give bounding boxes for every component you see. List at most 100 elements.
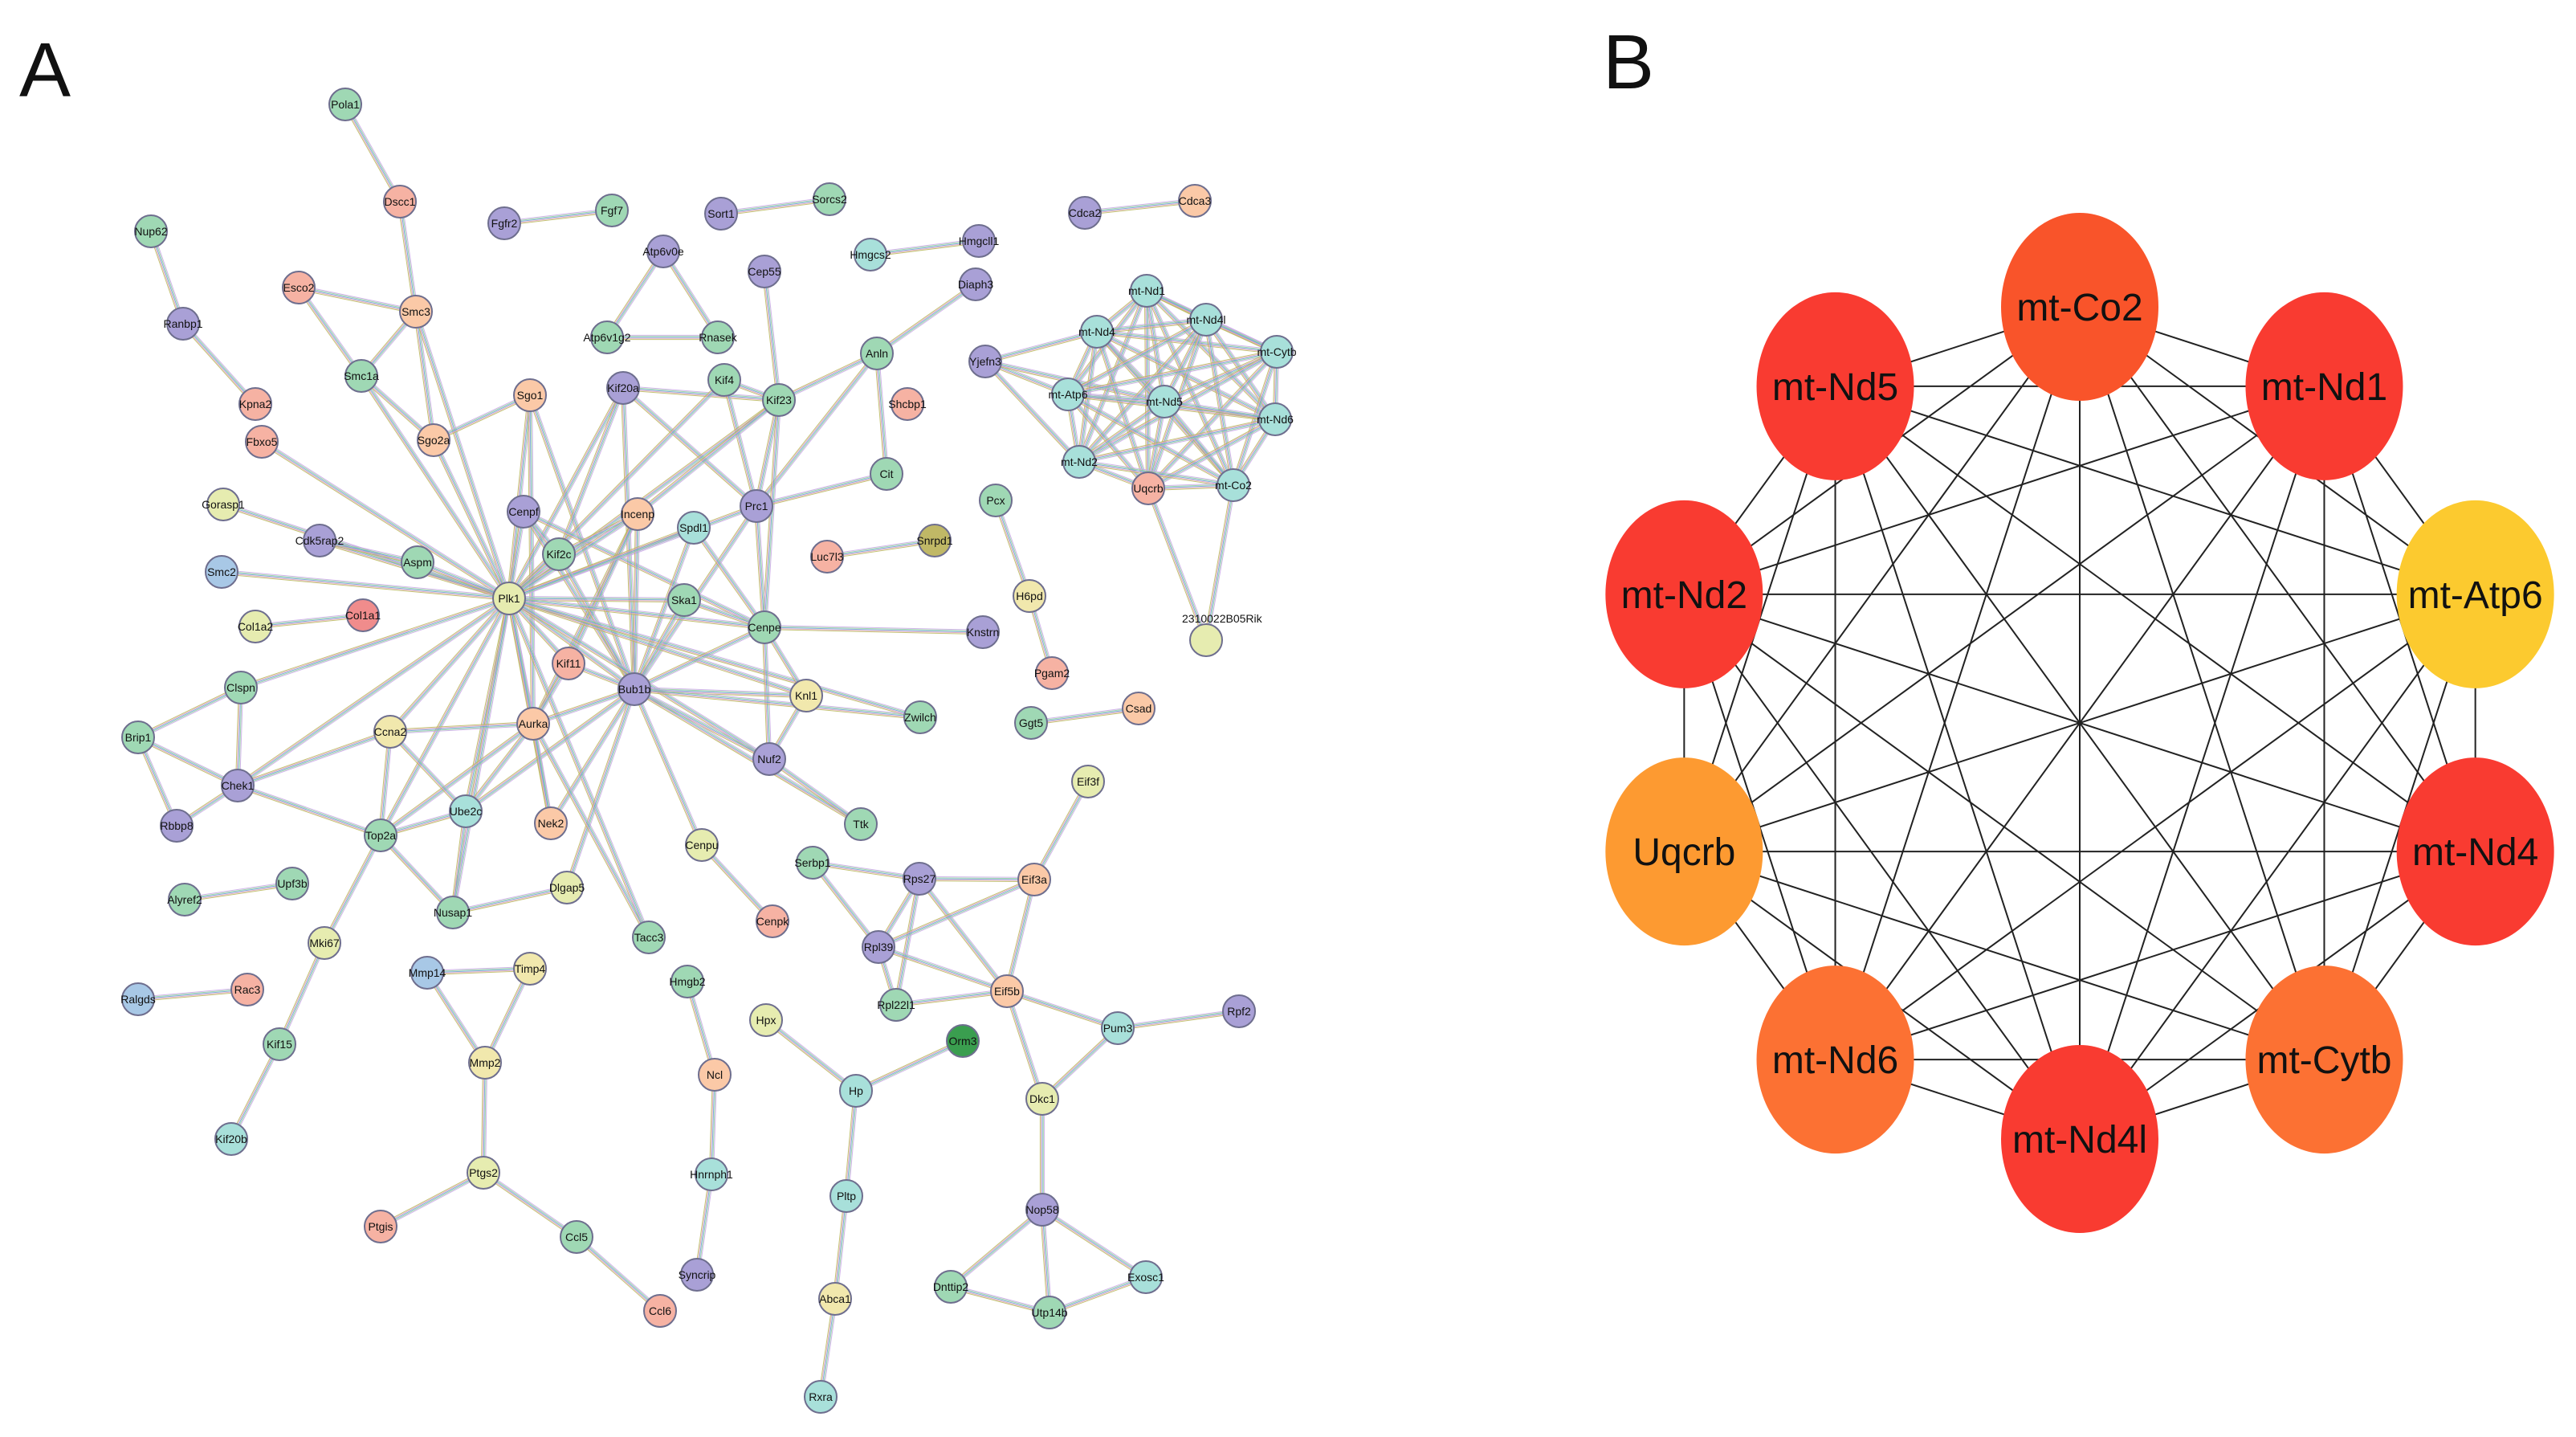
node-mt-nd1[interactable]: mt-Nd1 — [1128, 274, 1165, 308]
node-sorcs2[interactable]: Sorcs2 — [812, 182, 847, 216]
node-rac3[interactable]: Rac3 — [230, 973, 264, 1006]
node-kpna2[interactable]: Kpna2 — [238, 387, 272, 421]
node-ptgis[interactable]: Ptgis — [364, 1210, 397, 1243]
node-col1a2[interactable]: Col1a2 — [238, 610, 274, 643]
node-cenpe[interactable]: Cenpe — [748, 610, 781, 644]
hub-node-mt-nd4l[interactable]: mt-Nd4l — [2001, 1045, 2158, 1233]
node-utp14b[interactable]: Utp14b — [1031, 1296, 1068, 1329]
node-mmp14[interactable]: Mmp14 — [409, 956, 446, 990]
node-exosc1[interactable]: Exosc1 — [1127, 1260, 1164, 1294]
hub-node-mt-nd5[interactable]: mt-Nd5 — [1756, 292, 1914, 480]
node-mt-nd5[interactable]: mt-Nd5 — [1146, 385, 1183, 418]
hub-node-mt-nd2[interactable]: mt-Nd2 — [1605, 500, 1763, 688]
node-ccl6[interactable]: Ccl6 — [643, 1294, 677, 1328]
node-ccl5[interactable]: Ccl5 — [560, 1220, 593, 1254]
node-eif5b[interactable]: Eif5b — [990, 974, 1024, 1008]
node-aurka[interactable]: Aurka — [516, 707, 550, 741]
node-atp6v1g2[interactable]: Atp6v1g2 — [583, 320, 631, 354]
node-ska1[interactable]: Ska1 — [667, 583, 701, 617]
node-kif20b[interactable]: Kif20b — [214, 1122, 248, 1156]
hub-node-mt-atp6[interactable]: mt-Atp6 — [2396, 500, 2554, 688]
node-ttk[interactable]: Ttk — [844, 807, 878, 841]
node-incenp[interactable]: Incenp — [621, 497, 654, 531]
node-ube2c[interactable]: Ube2c — [449, 794, 483, 828]
node-ccna2[interactable]: Ccna2 — [373, 715, 407, 749]
node-plk1[interactable]: Plk1 — [492, 582, 526, 615]
node-tacc3[interactable]: Tacc3 — [632, 921, 666, 954]
node-dkc1[interactable]: Dkc1 — [1025, 1082, 1059, 1116]
node-rpl22l1[interactable]: Rpl22l1 — [877, 988, 915, 1022]
node-upf3b[interactable]: Upf3b — [275, 867, 309, 900]
hub-node-mt-nd4[interactable]: mt-Nd4 — [2396, 757, 2554, 946]
node-yjefn3[interactable]: Yjefn3 — [968, 345, 1002, 378]
node-pltp[interactable]: Pltp — [829, 1179, 863, 1213]
node-ggt5[interactable]: Ggt5 — [1014, 706, 1048, 740]
node-mt-co2[interactable]: mt-Co2 — [1215, 468, 1252, 502]
node-timp4[interactable]: Timp4 — [513, 952, 547, 986]
node-knl1[interactable]: Knl1 — [789, 679, 823, 712]
node-nuf2[interactable]: Nuf2 — [752, 742, 786, 776]
node-smc2[interactable]: Smc2 — [205, 555, 238, 589]
node-sort1[interactable]: Sort1 — [704, 197, 738, 231]
node-cdk5rap2[interactable]: Cdk5rap2 — [296, 524, 344, 557]
node-uqcrb[interactable]: Uqcrb — [1131, 472, 1165, 505]
hub-node-mt-co2[interactable]: mt-Co2 — [2001, 213, 2158, 401]
node-kif23[interactable]: Kif23 — [762, 383, 796, 417]
node-top2a[interactable]: Top2a — [364, 819, 397, 852]
node-mt-nd2[interactable]: mt-Nd2 — [1061, 445, 1098, 479]
node-orm3[interactable]: Orm3 — [946, 1024, 980, 1058]
node-cdca2[interactable]: Cdca2 — [1068, 196, 1102, 230]
node-nup62[interactable]: Nup62 — [134, 214, 168, 248]
node-dscc1[interactable]: Dscc1 — [383, 185, 417, 218]
hub-node-uqcrb[interactable]: Uqcrb — [1605, 757, 1763, 946]
node-serbp1[interactable]: Serbp1 — [794, 846, 831, 880]
node-rpl39[interactable]: Rpl39 — [862, 930, 895, 964]
node-kif2c[interactable]: Kif2c — [542, 537, 576, 571]
node-mt-cytb[interactable]: mt-Cytb — [1257, 335, 1297, 369]
node-hp[interactable]: Hp — [839, 1074, 873, 1108]
node-smc1a[interactable]: Smc1a — [344, 359, 379, 393]
node-gorasp1[interactable]: Gorasp1 — [202, 488, 245, 521]
node-pcx[interactable]: Pcx — [979, 484, 1013, 517]
node-ralgds[interactable]: Ralgds — [120, 982, 156, 1016]
node-nek2[interactable]: Nek2 — [534, 806, 568, 840]
node-cenpk[interactable]: Cenpk — [756, 904, 789, 938]
node-zwilch[interactable]: Zwilch — [903, 700, 937, 734]
node-rxra[interactable]: Rxra — [804, 1380, 838, 1414]
node-dlgap5[interactable]: Dlgap5 — [549, 871, 585, 904]
node-h6pd[interactable]: H6pd — [1013, 579, 1046, 613]
node-mt-nd4[interactable]: mt-Nd4 — [1078, 315, 1115, 349]
node-sgo2a[interactable]: Sgo2a — [417, 423, 450, 457]
node-smc3[interactable]: Smc3 — [399, 295, 433, 329]
node-rps27[interactable]: Rps27 — [903, 862, 936, 896]
node-mt-nd4l[interactable]: mt-Nd4l — [1186, 303, 1226, 337]
node-fbxo5[interactable]: Fbxo5 — [245, 425, 279, 459]
node-pum3[interactable]: Pum3 — [1101, 1011, 1135, 1045]
node-dnttip2[interactable]: Dnttip2 — [933, 1270, 969, 1304]
node-alyref2[interactable]: Alyref2 — [167, 883, 202, 916]
node-kif15[interactable]: Kif15 — [263, 1027, 296, 1061]
node-mki67[interactable]: Mki67 — [308, 926, 341, 960]
node-diaph3[interactable]: Diaph3 — [958, 267, 994, 301]
node-sgo1[interactable]: Sgo1 — [513, 378, 547, 412]
node-2310022b05rik[interactable]: 2310022B05Rik — [1182, 612, 1263, 657]
node-abca1[interactable]: Abca1 — [818, 1282, 852, 1316]
node-mt-nd6[interactable]: mt-Nd6 — [1257, 402, 1294, 436]
node-hpx[interactable]: Hpx — [749, 1003, 783, 1037]
node-clspn[interactable]: Clspn — [224, 671, 258, 704]
node-cenpu[interactable]: Cenpu — [685, 828, 719, 862]
node-rpf2[interactable]: Rpf2 — [1222, 994, 1256, 1028]
node-rnasek[interactable]: Rnasek — [699, 320, 738, 354]
node-bub1b[interactable]: Bub1b — [618, 672, 651, 706]
node-luc7l3[interactable]: Luc7l3 — [810, 540, 844, 574]
node-mmp2[interactable]: Mmp2 — [468, 1046, 502, 1080]
node-shcbp1[interactable]: Shcbp1 — [888, 387, 927, 421]
node-hmgcs2[interactable]: Hmgcs2 — [850, 238, 891, 271]
node-fgf7[interactable]: Fgf7 — [595, 194, 629, 227]
node-cdca3[interactable]: Cdca3 — [1178, 184, 1212, 218]
node-rbbp8[interactable]: Rbbp8 — [160, 809, 194, 843]
node-nop58[interactable]: Nop58 — [1025, 1193, 1059, 1227]
node-mt-atp6[interactable]: mt-Atp6 — [1048, 378, 1088, 411]
node-cep55[interactable]: Cep55 — [748, 255, 781, 288]
node-snrpd1[interactable]: Snrpd1 — [916, 524, 953, 557]
